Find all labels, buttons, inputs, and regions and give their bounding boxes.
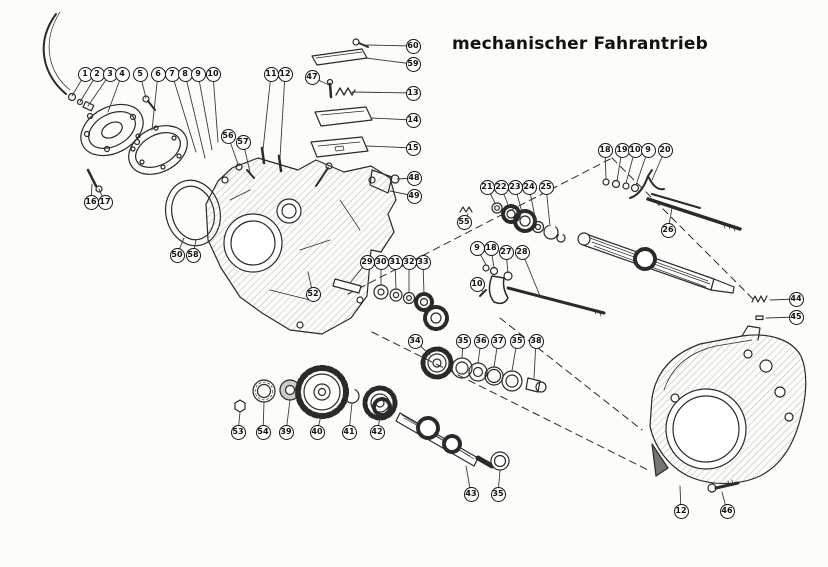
leader-line-59 [365, 57, 414, 65]
leader-line-18 [604, 149, 607, 180]
leader-line-6 [151, 73, 159, 131]
leader-line-56 [227, 135, 239, 165]
shift-rod [646, 197, 742, 232]
leader-line-18 [490, 247, 495, 269]
dowel-pins [260, 146, 283, 173]
leader-line-36 [477, 340, 482, 364]
leader-line-33 [422, 261, 425, 295]
leader-line-43 [465, 465, 472, 495]
cover-gasket [128, 125, 188, 175]
leader-line-35 [461, 340, 464, 359]
shift-fork-upper [602, 169, 701, 209]
leader-line-20 [651, 149, 666, 181]
leader-line-26 [667, 207, 673, 231]
leader-line-22 [500, 186, 510, 208]
leader-line-39 [285, 399, 291, 433]
leader-line-4 [107, 73, 123, 113]
leader-line-10 [476, 283, 484, 293]
leader-line-37 [493, 340, 499, 368]
leader-line-58 [192, 239, 197, 256]
output-shaft [395, 412, 510, 471]
leader-line-16 [90, 183, 93, 203]
bearing-row [451, 357, 547, 393]
upper-gear-set [491, 202, 566, 243]
leader-line-12 [679, 485, 682, 512]
leader-line-10 [212, 73, 219, 143]
leader-line-21 [486, 186, 496, 204]
side-cover-plate [80, 95, 156, 157]
leader-line-28 [521, 251, 541, 297]
leader-line-27 [505, 251, 509, 274]
leader-line-31 [394, 261, 397, 290]
leader-line-35 [511, 340, 518, 372]
selector-plates [310, 38, 400, 194]
leader-line-48 [396, 177, 415, 180]
leader-line-46 [721, 491, 728, 512]
washer-row [332, 278, 449, 331]
leader-line-10 [625, 149, 636, 184]
leader-line-25 [545, 186, 551, 227]
leader-line-38 [533, 340, 537, 379]
leader-line-3 [87, 73, 111, 107]
leader-line-15 [366, 145, 414, 149]
main-housing [205, 157, 397, 335]
leader-line-53 [237, 411, 241, 433]
leader-line-9 [197, 73, 213, 151]
leader-line-5 [139, 73, 147, 99]
leader-line-9 [476, 247, 487, 266]
leader-line-44 [769, 298, 797, 301]
leader-line-11 [262, 73, 272, 151]
gear-34 [420, 346, 454, 380]
end-cover [649, 325, 807, 485]
leader-line-14 [370, 117, 414, 121]
speedometer-cable [42, 11, 95, 112]
leader-line-35 [497, 469, 501, 495]
leader-line-19 [616, 149, 623, 182]
stud-and-nut [86, 168, 103, 193]
breather-parts [235, 163, 255, 179]
leader-line-7 [171, 73, 197, 153]
leader-line-54 [262, 401, 265, 433]
leader-line-55 [463, 213, 469, 223]
leader-line-41 [348, 402, 353, 433]
leader-line-13 [351, 91, 414, 94]
leader-line-1 [71, 73, 86, 97]
cover-screw [707, 479, 740, 493]
leader-line-12 [279, 73, 286, 159]
shift-fork-lower [459, 206, 606, 317]
leader-line-34 [414, 340, 431, 356]
leader-line-8 [184, 73, 206, 159]
main-shaft [577, 232, 735, 294]
detent-spring-and-pin [751, 295, 768, 321]
countershaft-cluster [234, 365, 398, 421]
leader-line-45 [765, 316, 797, 319]
leader-line-60 [365, 44, 414, 47]
drawing-root [42, 11, 807, 512]
diagram-title: mechanischer Fahrantrieb [452, 34, 708, 54]
